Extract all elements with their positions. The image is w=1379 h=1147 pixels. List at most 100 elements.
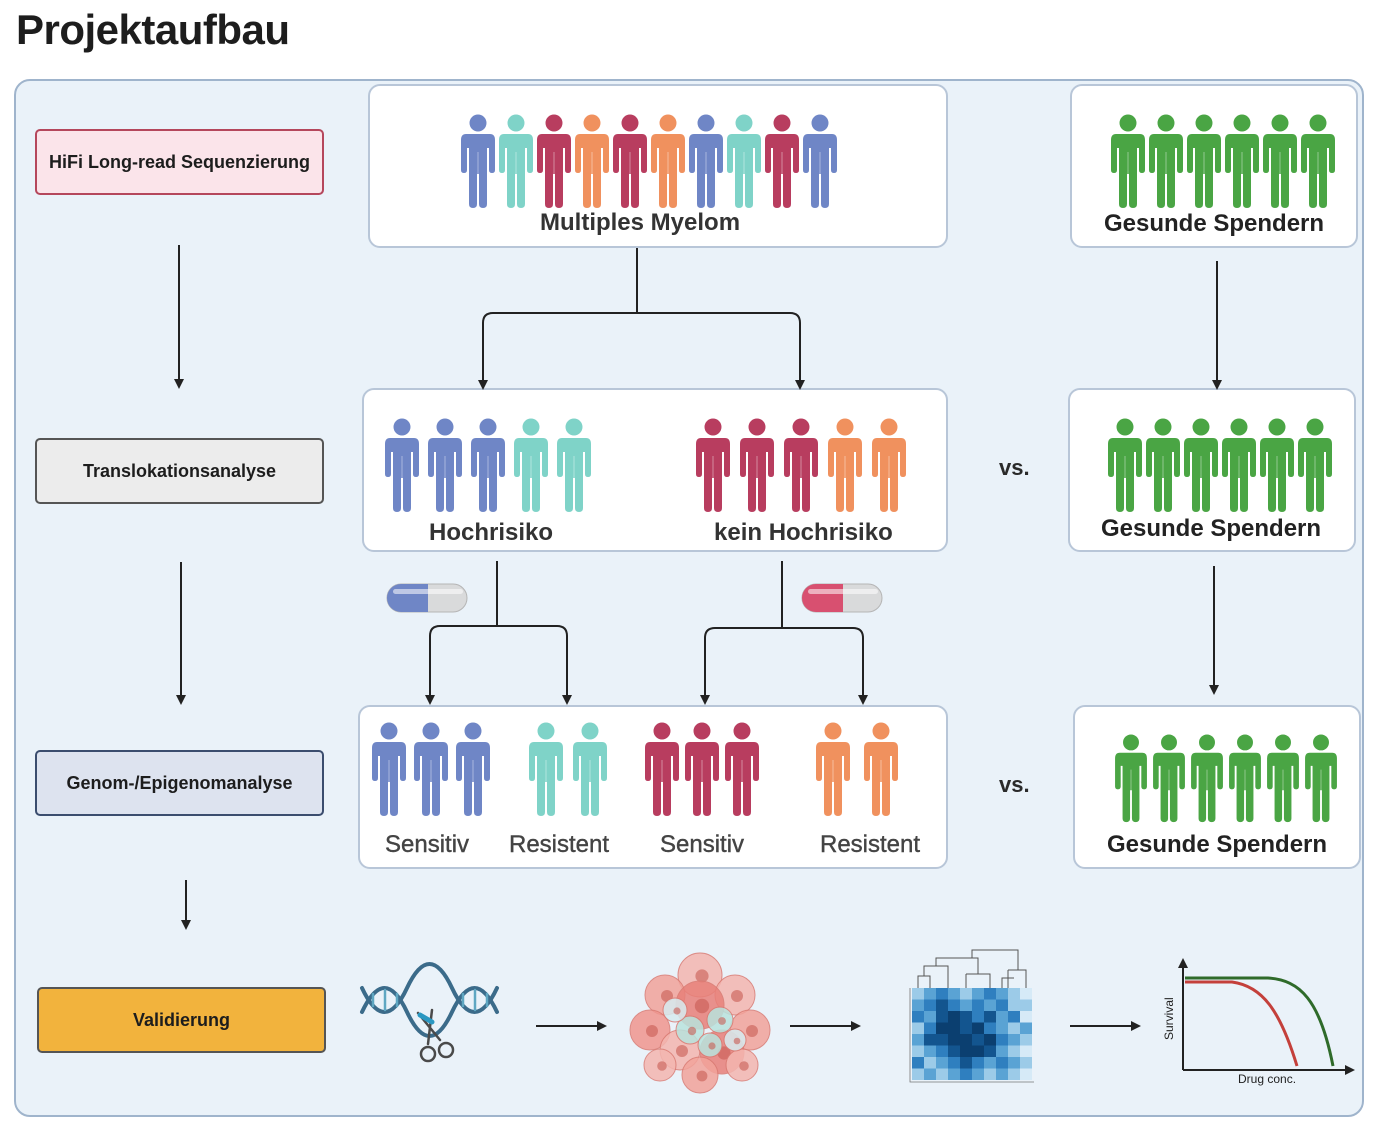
person-icon [1229,734,1261,823]
heatmap-cell [960,988,972,1000]
heatmap-cell [960,1045,972,1057]
cell-nucleus [673,1007,681,1015]
person-icon [645,722,679,816]
branch-myeloma [482,248,801,384]
cell-nucleus [687,1026,697,1036]
heatmap-cell [1020,1011,1032,1023]
person-icon [816,722,850,816]
highrisk-people-group [384,418,592,514]
person-icon [514,418,548,512]
heatmap-cell [1020,1034,1032,1046]
cell-nucleus [676,1045,688,1057]
heatmap-cell [984,1045,996,1057]
person-icon [1115,734,1147,823]
branch-nohighrisk [704,561,864,696]
heatmap-cell [984,1068,996,1080]
cell-nucleus [657,1061,667,1071]
heatmap-cell [960,1068,972,1080]
cell-nucleus [694,998,710,1014]
heatmap-cell [960,999,972,1011]
heatmap-cell [996,1034,1008,1046]
label-myeloma: Multiples Myelom [540,209,741,236]
heatmap-cell [912,1057,924,1069]
diagram-frame [14,79,1364,1117]
step-sequencing: HiFi Long-read Sequenzierung [35,129,324,195]
heatmap-cell [1020,1068,1032,1080]
person-icon [784,418,818,512]
heatmap-cell [936,1057,948,1069]
person-icon [557,418,591,512]
heatmap-cell [996,1045,1008,1057]
heatmap-cell [924,1011,936,1023]
person-icon [573,722,607,816]
label-sensitive-1: Sensitiv [385,831,470,858]
label-resistant-2: Resistent [820,831,921,858]
step-translocation: Translokationsanalyse [35,438,324,504]
step-genome: Genom-/Epigenomanalyse [35,750,324,816]
heatmap-cell [912,1011,924,1023]
person-icon [499,114,533,208]
step-validation: Validierung [37,987,326,1053]
heatmap-cell [924,1068,936,1080]
person-icon [1191,734,1223,823]
heatmap-dendrogram [917,949,1027,988]
heatmap-cell [1008,988,1020,1000]
heatmap-cell [912,988,924,1000]
heatmap-cell [936,1068,948,1080]
heatmap-cell [1020,988,1032,1000]
nohighrisk-people-group [695,418,907,514]
sensitive-red-people [644,722,760,818]
cell-nucleus [733,1037,741,1045]
heatmap-cell [936,1034,948,1046]
label-highrisk: Hochrisiko [429,519,554,546]
vs-label-1: vs. [999,455,1030,480]
label-healthy-3: Gesunde Spendern [1107,831,1328,858]
branch-highrisk [429,561,568,696]
heatmap-cell [996,988,1008,1000]
person-icon [828,418,862,512]
vs-label-2: vs. [999,772,1030,797]
person-icon [651,114,685,208]
heatmap-cell [924,1034,936,1046]
heatmap-cell [924,1045,936,1057]
person-icon [725,722,759,816]
person-icon [575,114,609,208]
cell-nucleus [646,1025,658,1037]
heatmap-cell [972,1011,984,1023]
person-icon [471,418,505,512]
heatmap-cell [948,988,960,1000]
heatmap-cell [960,1011,972,1023]
heatmap-cell [984,999,996,1011]
person-icon [414,722,448,816]
heatmap-cell [960,1034,972,1046]
survival-ylabel: Survival [1162,997,1176,1040]
heatmap-cell [972,999,984,1011]
person-icon [428,418,462,512]
label-healthy-1: Gesunde Spendern [1104,210,1325,237]
heatmap-cell [984,1034,996,1046]
heatmap-cell [948,1057,960,1069]
person-icon [1184,418,1218,512]
cell-nucleus [695,969,709,983]
heatmap-cell [948,999,960,1011]
heatmap-axes [909,988,1034,1083]
person-icon [864,722,898,816]
sensitive-blue-people [371,722,491,818]
heatmap-cell [1020,1057,1032,1069]
heatmap-cell [984,988,996,1000]
heatmap-cell [936,988,948,1000]
person-icon [803,114,837,208]
label-healthy-2: Gesunde Spendern [1101,515,1322,542]
heatmap-cell [996,1068,1008,1080]
heatmap-cell [912,999,924,1011]
heatmap-cell [1008,1057,1020,1069]
heatmap-cell [984,1022,996,1034]
heatmap-cell [996,1057,1008,1069]
survival-curve-icon: Survival Drug conc. [1162,958,1355,1086]
dna-scissors-icon [360,962,499,1063]
person-icon [385,418,419,512]
heatmap-cell [948,1034,960,1046]
person-icon [1111,114,1145,208]
label-resistant-1: Resistent [509,831,610,858]
heatmap-cell [960,1057,972,1069]
